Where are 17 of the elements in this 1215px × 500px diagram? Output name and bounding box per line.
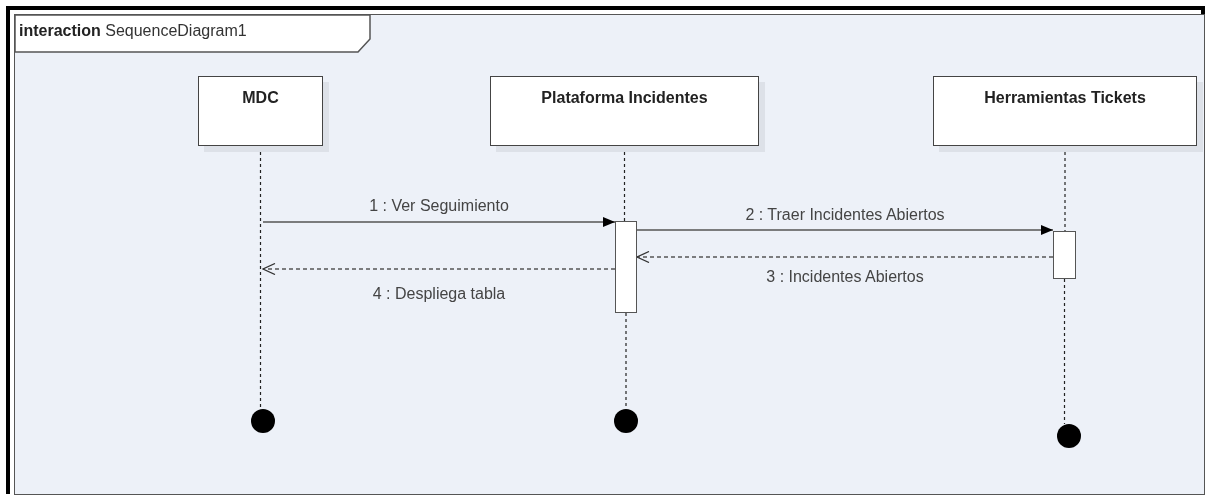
message-label: 4 : Despliega tabla bbox=[370, 285, 508, 303]
lifeline-name: MDC bbox=[241, 89, 280, 107]
message-label: 1 : Ver Seguimiento bbox=[367, 197, 511, 215]
lifeline-name: Herramientas Tickets bbox=[983, 89, 1147, 107]
activation-bar bbox=[615, 221, 637, 313]
lifeline-name: Plataforma Incidentes bbox=[540, 89, 709, 107]
return-message-arrow bbox=[262, 262, 616, 276]
end-point bbox=[251, 409, 275, 433]
frame-title: interaction SequenceDiagram1 bbox=[19, 22, 247, 40]
activation-bar bbox=[1053, 231, 1076, 279]
message-arrow bbox=[262, 217, 616, 227]
end-point bbox=[1057, 424, 1081, 448]
lifeline bbox=[1063, 278, 1066, 425]
message-arrow bbox=[636, 225, 1054, 235]
end-point bbox=[614, 409, 638, 433]
interaction-frame bbox=[14, 14, 1205, 495]
return-message-arrow bbox=[636, 250, 1054, 264]
